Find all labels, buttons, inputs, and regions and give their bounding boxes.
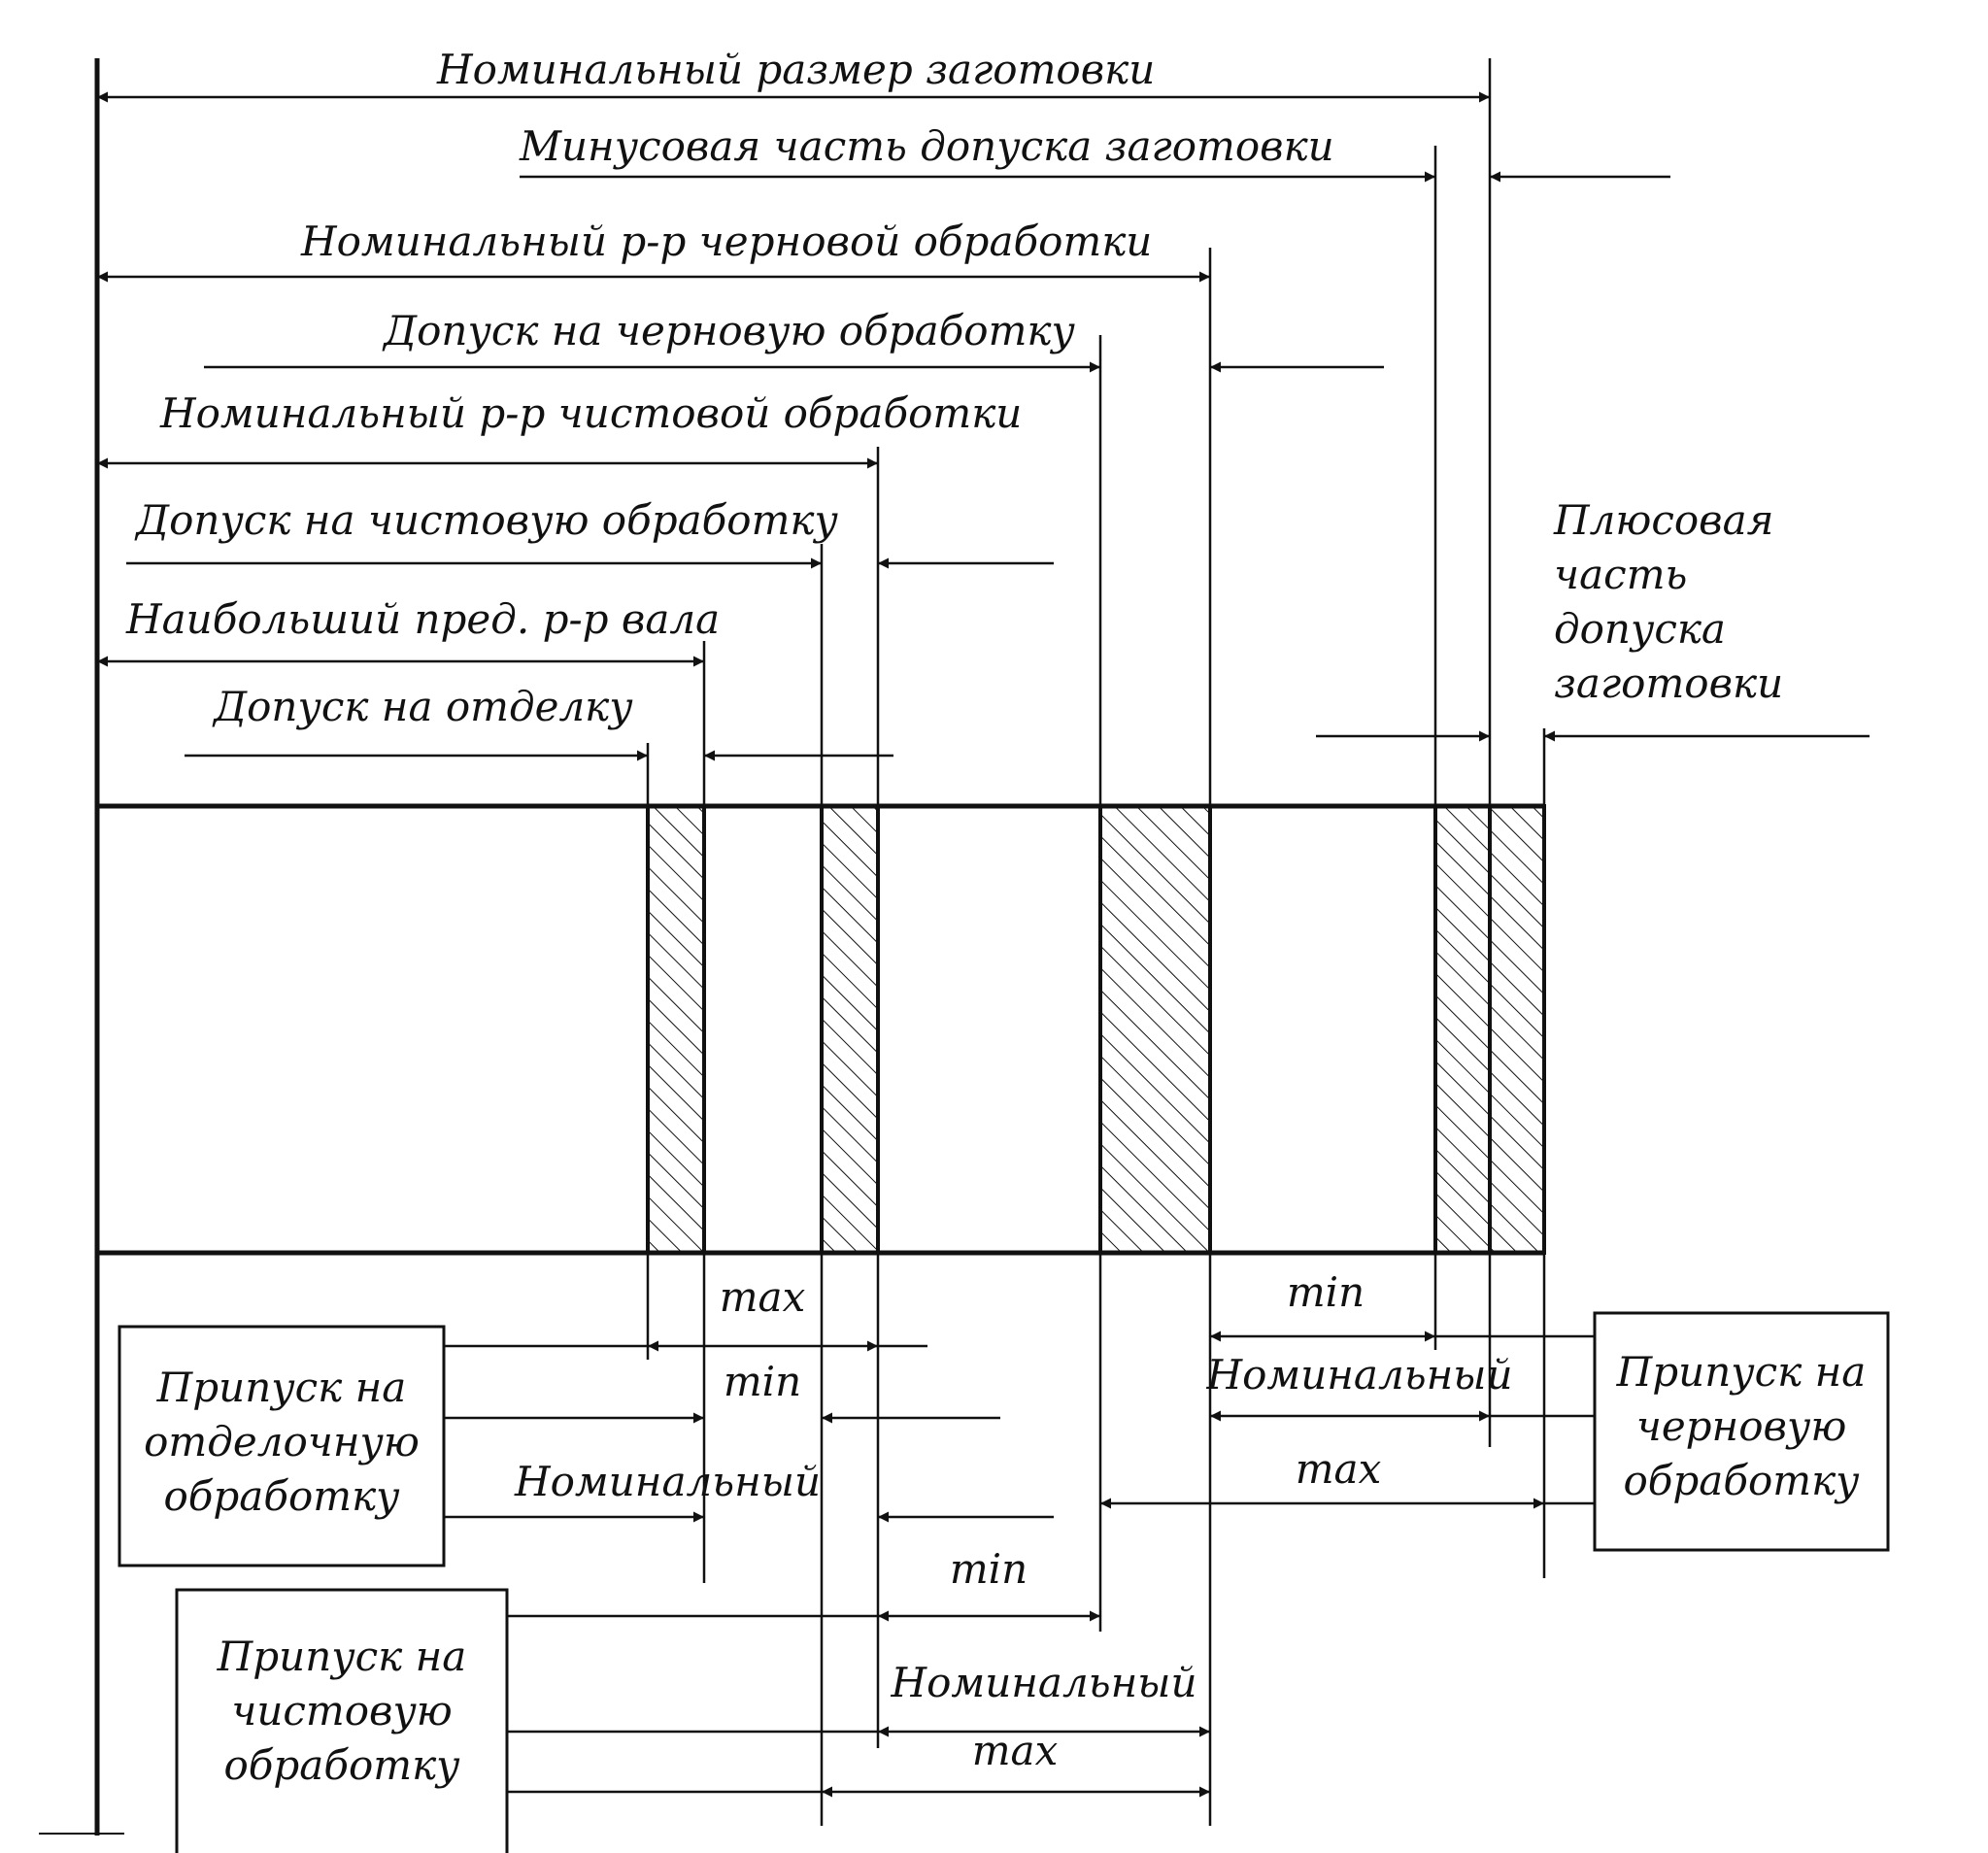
label-polish-nominal: Номинальный: [514, 1458, 821, 1505]
label-rough-min: min: [1287, 1268, 1365, 1316]
zone-finish-tolerance: [820, 804, 880, 1255]
box-allowance-finish-line1: Припуск на: [217, 1633, 467, 1680]
label-nominal-rough: Номинальный р-р черновой обработки: [300, 218, 1152, 265]
box-allowance-polish-line1: Припуск на: [156, 1364, 407, 1411]
box-allowance-finish-line3: обработку: [223, 1741, 460, 1789]
label-tol-finish: Допуск на чистовую обработку: [134, 496, 838, 544]
zone-blank-minus-tolerance: [1433, 804, 1492, 1255]
box-allowance-rough-line1: Припуск на: [1616, 1348, 1867, 1396]
label-plus-tol-blank-line3: допуска: [1554, 605, 1726, 653]
label-plus-tol-blank-line4: заготовки: [1554, 659, 1783, 707]
label-plus-tol-blank-line2: часть: [1554, 551, 1687, 598]
box-allowance-finish-line2: чистовую: [231, 1687, 453, 1735]
box-allowance-polish: [118, 1325, 446, 1567]
label-rough-max: max: [1296, 1445, 1382, 1493]
label-nominal-blank: Номинальный размер заготовки: [436, 46, 1155, 93]
zone-rough-tolerance: [1098, 804, 1212, 1255]
label-tol-polish: Допуск на отделку: [212, 683, 633, 730]
box-allowance-rough-line3: обработку: [1623, 1457, 1860, 1504]
zone-polish-tolerance: [646, 804, 706, 1255]
box-allowance-finish: [175, 1588, 509, 1853]
box-allowance-rough-line2: черновую: [1636, 1402, 1847, 1450]
box-allowance-polish-line2: отделочную: [144, 1418, 420, 1466]
box-allowance-rough: [1593, 1311, 1890, 1552]
zone-blank-plus-tolerance: [1488, 804, 1546, 1255]
label-finish-min: min: [950, 1545, 1028, 1593]
label-polish-max: max: [720, 1273, 806, 1321]
label-finish-nominal: Номинальный: [890, 1659, 1196, 1706]
label-minus-tol-blank: Минусовая часть допуска заготовки: [519, 122, 1334, 170]
label-max-shaft: Наибольший пред. р-р вала: [125, 595, 720, 643]
label-plus-tol-blank-line1: Плюсовая: [1553, 496, 1773, 544]
label-nominal-finish: Номинальный р-р чистовой обработки: [159, 389, 1022, 437]
label-rough-nominal: Номинальный: [1205, 1351, 1512, 1398]
label-polish-min: min: [724, 1358, 801, 1405]
box-allowance-polish-line3: обработку: [163, 1472, 400, 1520]
label-tol-rough: Допуск на черновую обработку: [382, 307, 1075, 354]
label-finish-max: max: [972, 1727, 1059, 1774]
